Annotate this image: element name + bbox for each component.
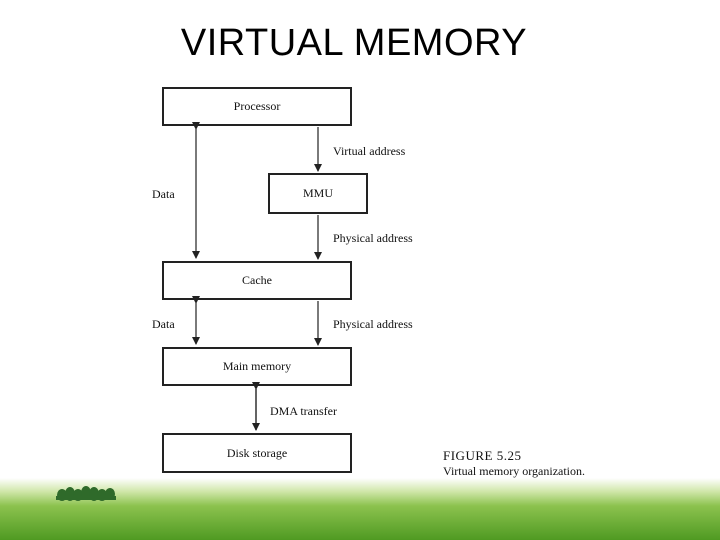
cache-box: Cache (162, 261, 352, 300)
physical-address-label-1: Physical address (333, 231, 413, 245)
processor-box: Processor (162, 87, 352, 126)
dma-transfer-label: DMA transfer (270, 404, 337, 418)
cache-label: Cache (242, 273, 272, 287)
mmu-label: MMU (302, 186, 333, 200)
figure-caption: Virtual memory organization. (443, 464, 586, 478)
processor-label: Processor (233, 99, 281, 113)
main-memory-label: Main memory (222, 359, 292, 373)
disk-storage-label: Disk storage (226, 445, 288, 460)
data-label-1: Data (152, 187, 175, 201)
tree-line (56, 486, 116, 501)
mmu-box: MMU (268, 173, 368, 214)
disk-storage-box: Disk storage (162, 433, 352, 473)
virtual-address-label: Virtual address (333, 144, 406, 158)
grass-field-image (0, 478, 720, 540)
figure-number: FIGURE 5.25 (443, 448, 522, 463)
data-label-2: Data (152, 317, 175, 331)
slide-title: VIRTUAL MEMORY (180, 22, 528, 64)
physical-address-label-2: Physical address (333, 317, 413, 331)
